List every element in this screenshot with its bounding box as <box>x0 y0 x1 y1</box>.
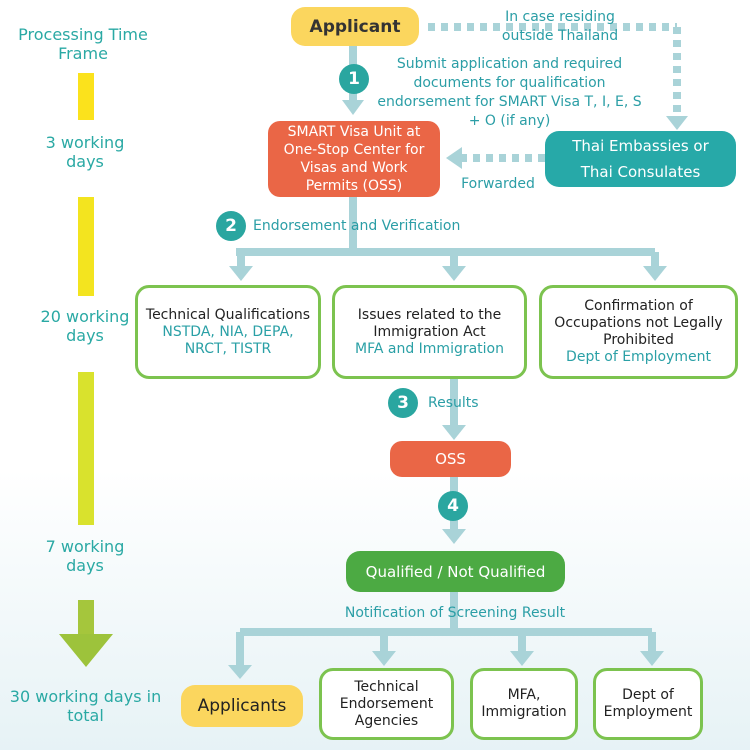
timeline-bar-1 <box>78 73 94 120</box>
embassies-box: Thai Embassies or Thai Consulates <box>545 131 736 187</box>
applicants-box: Applicants <box>181 685 303 727</box>
step-1-badge: 1 <box>339 64 369 94</box>
step-2-badge: 2 <box>216 211 246 241</box>
verify-title: Technical Qualifications <box>145 306 311 323</box>
result-box: Qualified / Not Qualified <box>346 551 565 592</box>
verify-title: Issues related to the Immigration Act <box>357 306 502 340</box>
occupations-box: Confirmation of Occupations not Legally … <box>539 285 738 379</box>
timeline-bar-3 <box>78 372 94 525</box>
timeline-title: Processing Time Frame <box>18 25 148 63</box>
step-1-text: Submit application and required document… <box>377 56 642 129</box>
timeline-label-3-days: 3 working days <box>45 133 125 171</box>
oss-box: OSS <box>390 441 511 477</box>
verify-sub: Dept of Employment <box>566 349 711 365</box>
verify-sub: NSTDA, NIA, DEPA, NRCT, TISTR <box>162 323 294 357</box>
timeline-label-7-days: 7 working days <box>45 537 125 575</box>
step-2-text: Endorsement and Verification <box>253 218 461 234</box>
residing-note: In case residing outside Thailand <box>501 9 619 44</box>
mfa-immigration-box: MFA, Immigration <box>470 668 578 740</box>
timeline-bar-2 <box>78 197 94 296</box>
dept-employment-box: Dept of Employment <box>593 668 703 740</box>
technical-endorsement-agencies-box: Technical Endorsement Agencies <box>319 668 454 740</box>
step-3-text: Results <box>428 395 479 411</box>
verify-title: Confirmation of Occupations not Legally … <box>554 298 723 348</box>
oss-unit-box: SMART Visa Unit at One-Stop Center for V… <box>268 121 440 197</box>
timeline-bar-4 <box>78 600 94 636</box>
immigration-act-box: Issues related to the Immigration Act MF… <box>332 285 527 379</box>
timeline-label-20-days: 20 working days <box>40 307 130 345</box>
verify-sub: MFA and Immigration <box>355 340 504 357</box>
timeline-total: 30 working days in total <box>9 687 162 725</box>
applicant-box: Applicant <box>291 7 419 46</box>
technical-qualifications-box: Technical Qualifications NSTDA, NIA, DEP… <box>135 285 321 379</box>
notification-label: Notification of Screening Result <box>344 605 566 621</box>
timeline-arrowhead <box>59 634 113 667</box>
step-4-badge: 4 <box>438 491 468 521</box>
forwarded-label: Forwarded <box>461 176 535 192</box>
step-3-badge: 3 <box>388 388 418 418</box>
